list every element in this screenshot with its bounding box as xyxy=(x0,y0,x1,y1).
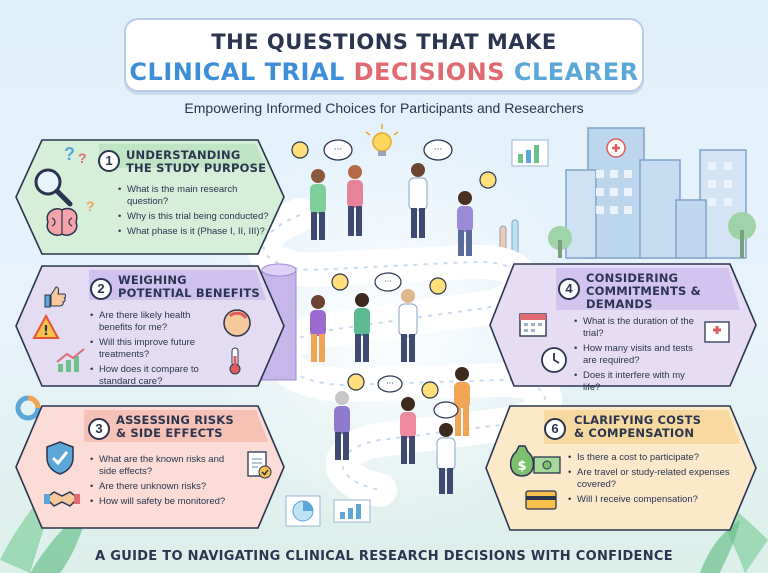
panel-1-title: UNDERSTANDING THE STUDY PURPOSE xyxy=(126,149,266,175)
list-item: What are the known risks and side effect… xyxy=(90,454,242,478)
money-bag-icon: $ xyxy=(509,445,535,477)
list-item: Are there unknown risks? xyxy=(90,481,242,493)
list-item: Will this improve future treatments? xyxy=(90,337,212,361)
speech-bubble-icon: ··· xyxy=(377,375,403,393)
panel-3-title-line-1: ASSESSING RISKS xyxy=(116,413,234,427)
panel-1-title-line-2: THE STUDY PURPOSE xyxy=(126,161,267,175)
calendar-icon xyxy=(519,313,547,337)
lightbulb-icon xyxy=(365,124,399,156)
panel-2-list: Are there likely health benefits for me?… xyxy=(90,310,212,391)
lightbulb-icon xyxy=(479,171,497,189)
panel-4-title-line-1: CONSIDERING xyxy=(586,271,679,285)
panel-6-list: Is there a cost to participate? Are trav… xyxy=(568,452,732,509)
title-banner: THE QUESTIONS THAT MAKE CLINICAL TRIAL D… xyxy=(124,18,644,92)
question-mark-icon: ? xyxy=(86,198,95,214)
list-item: What is the duration of the trial? xyxy=(574,316,700,340)
panel-6-title: CLARIFYING COSTS & COMPENSATION xyxy=(574,414,701,440)
svg-text:···: ··· xyxy=(386,379,394,388)
panel-clarifying-costs: 6 CLARIFYING COSTS & COMPENSATION Is the… xyxy=(484,404,758,532)
list-item: How many visits and tests are required? xyxy=(574,343,700,367)
question-mark-icon: ? xyxy=(64,144,75,164)
thermometer-icon xyxy=(229,347,241,375)
panel-1-number: 1 xyxy=(98,150,120,172)
city-buildings-icon xyxy=(499,127,756,261)
thumbs-up-icon xyxy=(44,286,66,308)
document-check-icon xyxy=(247,451,272,479)
lightbulb-icon xyxy=(347,373,365,391)
list-item: Is there a cost to participate? xyxy=(568,452,732,464)
question-mark-icon: ? xyxy=(78,150,87,166)
panel-considering-commitments: 4 CONSIDERING COMMITMENTS & DEMANDS What… xyxy=(488,262,758,393)
panel-3-list: What are the known risks and side effect… xyxy=(90,454,242,511)
panel-6-title-line-1: CLARIFYING COSTS xyxy=(574,413,702,427)
panel-4-title: CONSIDERING COMMITMENTS & DEMANDS xyxy=(586,272,701,311)
title-word-clinical-trial: CLINICAL TRIAL xyxy=(129,58,345,86)
lightbulb-icon xyxy=(331,273,349,291)
bar-chart-icon xyxy=(511,139,549,167)
speech-bubble-icon: ··· xyxy=(374,272,402,292)
list-item: Will I receive compensation? xyxy=(568,494,732,506)
svg-text:!: ! xyxy=(43,324,49,339)
list-item: Does it interfere with my life? xyxy=(574,370,700,394)
panel-4-title-line-2: COMMITMENTS & xyxy=(586,284,701,298)
subtitle: Empowering Informed Choices for Particip… xyxy=(184,100,584,116)
people-group xyxy=(310,163,473,494)
panel-6-title-line-2: & COMPENSATION xyxy=(574,426,695,440)
footer-tagline: A GUIDE TO NAVIGATING CLINICAL RESEARCH … xyxy=(95,549,673,564)
list-item: What is the main research question? xyxy=(118,184,278,208)
shield-check-icon xyxy=(46,441,74,475)
magnifier-icon xyxy=(34,168,73,207)
panel-1-title-line-1: UNDERSTANDING xyxy=(126,148,241,162)
panel-3-title-line-2: & SIDE EFFECTS xyxy=(116,426,223,440)
lightbulb-icon xyxy=(291,141,309,159)
panel-assessing-risks: 3 ASSESSING RISKS & SIDE EFFECTS What ar… xyxy=(14,404,286,530)
lightbulb-icon xyxy=(421,381,439,399)
svg-text:···: ··· xyxy=(434,145,443,155)
panel-3-title: ASSESSING RISKS & SIDE EFFECTS xyxy=(116,414,234,440)
speech-bubble-icon xyxy=(433,401,459,419)
panel-2-title: WEIGHING POTENTIAL BENEFITS xyxy=(118,274,260,300)
title-line-1: THE QUESTIONS THAT MAKE xyxy=(211,30,557,54)
cash-icon xyxy=(533,456,561,474)
panel-1-list: What is the main research question? Why … xyxy=(118,184,278,241)
headache-person-icon xyxy=(223,309,251,337)
list-item: What phase is it (Phase I, II, III)? xyxy=(118,226,278,238)
panel-6-number: 6 xyxy=(544,418,566,440)
bar-chart-icon xyxy=(333,499,371,523)
clock-icon xyxy=(541,347,567,373)
title-line-2: CLINICAL TRIAL DECISIONS CLEARER xyxy=(126,58,642,86)
warning-icon: ! xyxy=(32,314,60,339)
svg-text:···: ··· xyxy=(384,277,392,286)
handshake-icon xyxy=(44,491,80,507)
title-word-clearer: CLEARER xyxy=(513,58,639,86)
panel-2-title-line-2: POTENTIAL BENEFITS xyxy=(118,286,260,300)
speech-bubble-icon: ··· xyxy=(323,139,353,161)
list-item: Why is this trial being conducted? xyxy=(118,211,278,223)
title-word-decisions: DECISIONS xyxy=(353,58,505,86)
panel-4-list: What is the duration of the trial? How m… xyxy=(574,316,700,397)
list-item: How will safety be monitored? xyxy=(90,496,242,508)
panel-4-title-line-3: DEMANDS xyxy=(586,297,653,311)
pie-chart-icon xyxy=(285,495,321,527)
svg-text:$: $ xyxy=(517,459,526,474)
svg-text:···: ··· xyxy=(334,145,343,155)
credit-card-icon xyxy=(525,490,557,510)
speech-bubble-icon: ··· xyxy=(423,139,453,161)
list-item: Are travel or study-related expenses cov… xyxy=(568,467,732,491)
panel-understanding-study-purpose: 1 UNDERSTANDING THE STUDY PURPOSE What i… xyxy=(14,138,286,256)
hospital-icon xyxy=(704,321,730,343)
donut-chart-icon xyxy=(15,395,41,421)
brain-icon xyxy=(46,207,78,236)
panel-2-number: 2 xyxy=(90,278,112,300)
panel-2-title-line-1: WEIGHING xyxy=(118,273,187,287)
list-item: How does it compare to standard care? xyxy=(90,364,212,388)
panel-3-number: 3 xyxy=(88,418,110,440)
panel-weighing-potential-benefits: 2 WEIGHING POTENTIAL BENEFITS Are there … xyxy=(14,264,286,388)
list-item: Are there likely health benefits for me? xyxy=(90,310,212,334)
lightbulb-icon xyxy=(429,277,447,295)
panel-4-number: 4 xyxy=(558,278,580,300)
growth-chart-icon xyxy=(56,348,85,372)
